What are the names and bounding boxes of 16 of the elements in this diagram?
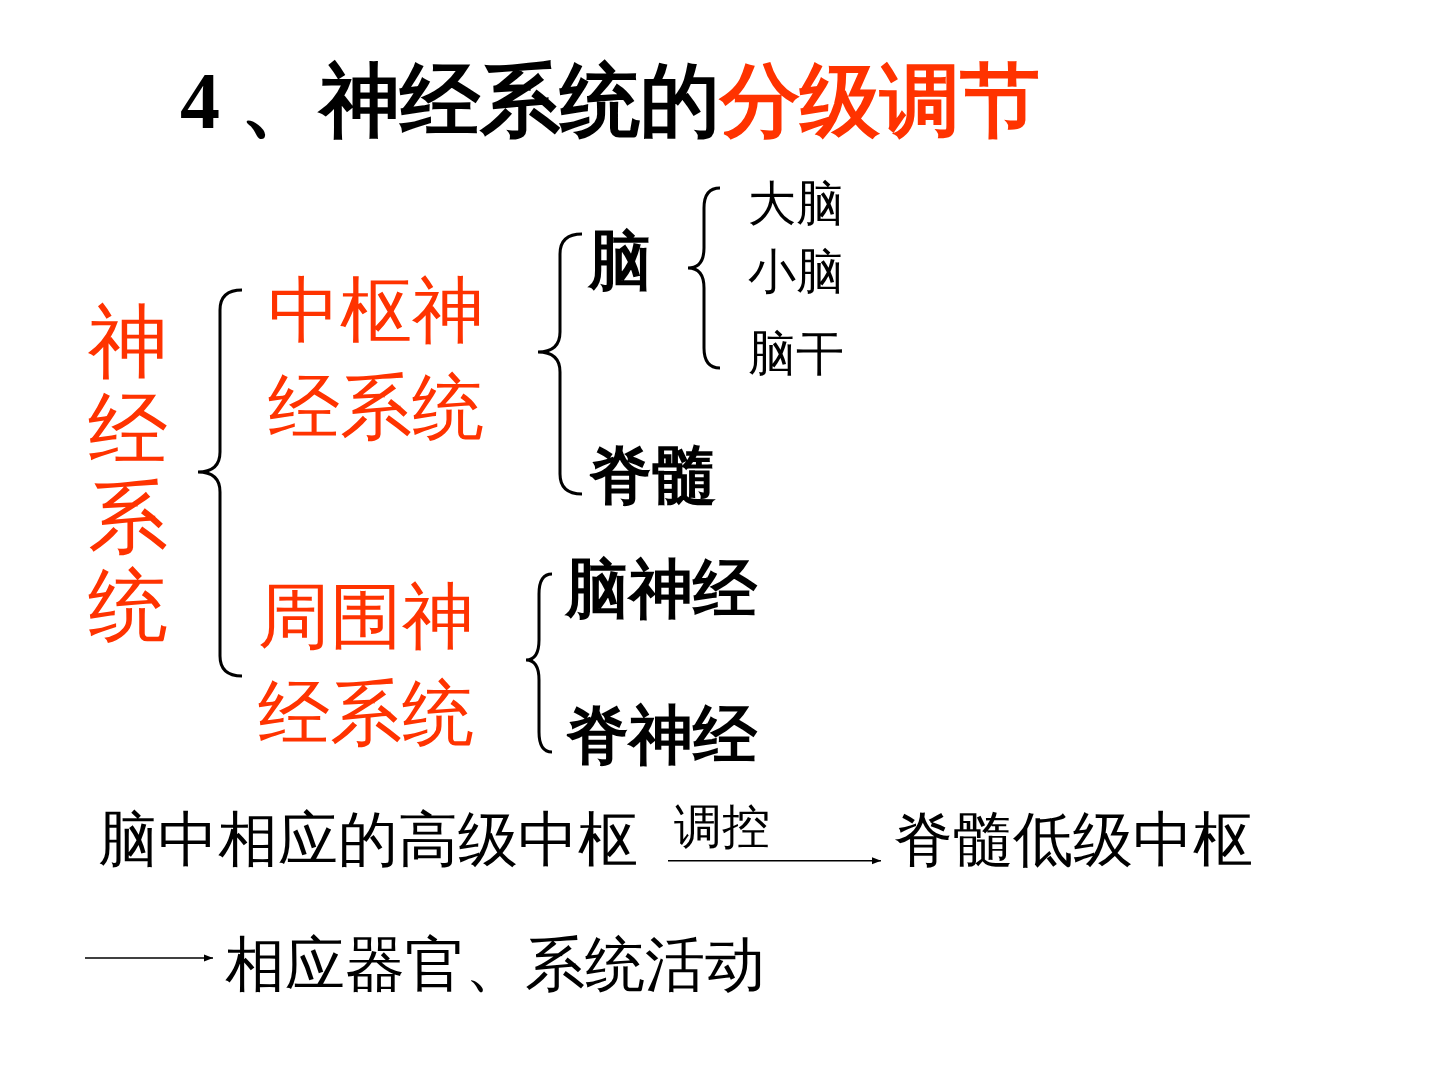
part-label: 小脑 [748, 242, 844, 301]
node-text: 脑中相应的高级中枢 [98, 804, 638, 874]
part-label: 脑干 [748, 324, 844, 383]
part-label: 脑神经 [565, 551, 757, 628]
part-label: 脊髓 [588, 437, 716, 514]
arrow [84, 954, 214, 962]
node-text: 相应器官、系统活动 [225, 929, 765, 999]
arrow [667, 857, 882, 865]
vertical-heading: 神经系统 [88, 298, 168, 650]
part-label: 脊神经 [565, 697, 757, 774]
title: 4 、神经系统的分级调节 [180, 56, 1040, 147]
category-label: 周围神经系统 [258, 573, 475, 758]
node-text: 脊髓低级中枢 [893, 804, 1253, 874]
part-label: 大脑 [748, 174, 844, 233]
part-label: 脑 [588, 223, 652, 300]
category-label: 中枢神经系统 [268, 267, 485, 452]
